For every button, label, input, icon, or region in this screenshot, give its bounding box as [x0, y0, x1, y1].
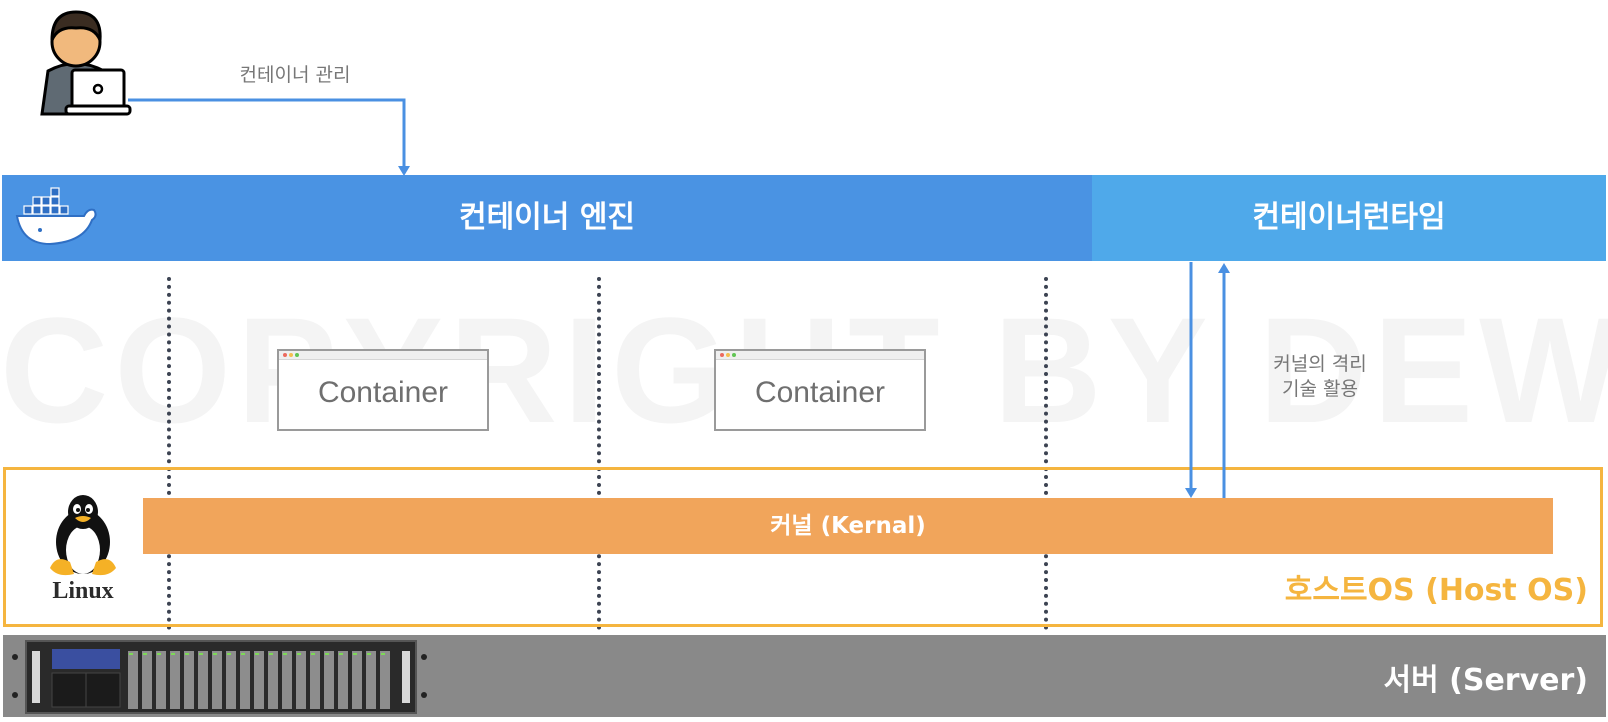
linux-tux-icon — [50, 495, 116, 576]
container-runtime-bar: 컨테이너런타임 — [1092, 175, 1606, 261]
kernel-bar: 커널 (Kernal) — [143, 498, 1553, 554]
separator-line — [1044, 277, 1048, 630]
server-rack-icon — [12, 640, 427, 714]
isolation-label: 커널의 격리 기술 활용 — [1273, 353, 1367, 400]
runtime-title: 컨테이너런타임 — [1252, 200, 1446, 235]
engine-title: 컨테이너 엔진 — [458, 200, 636, 235]
linux-label: Linux — [52, 578, 114, 604]
docker-whale-icon — [15, 187, 97, 246]
container-label: Container — [754, 376, 886, 409]
separator-line — [167, 277, 171, 630]
separator-line — [597, 277, 601, 630]
container-label: Container — [317, 376, 449, 409]
container-box: Container — [277, 349, 489, 431]
management-label: 컨테이너 관리 — [239, 64, 351, 86]
host-os-label: 호스트OS (Host OS) — [1284, 573, 1588, 608]
server-label: 서버 (Server) — [1383, 663, 1588, 698]
container-engine-bar: 컨테이너 엔진 — [2, 175, 1092, 261]
user-laptop-icon — [40, 10, 132, 116]
container-box: Container — [714, 349, 926, 431]
host-os-box — [3, 467, 1603, 627]
